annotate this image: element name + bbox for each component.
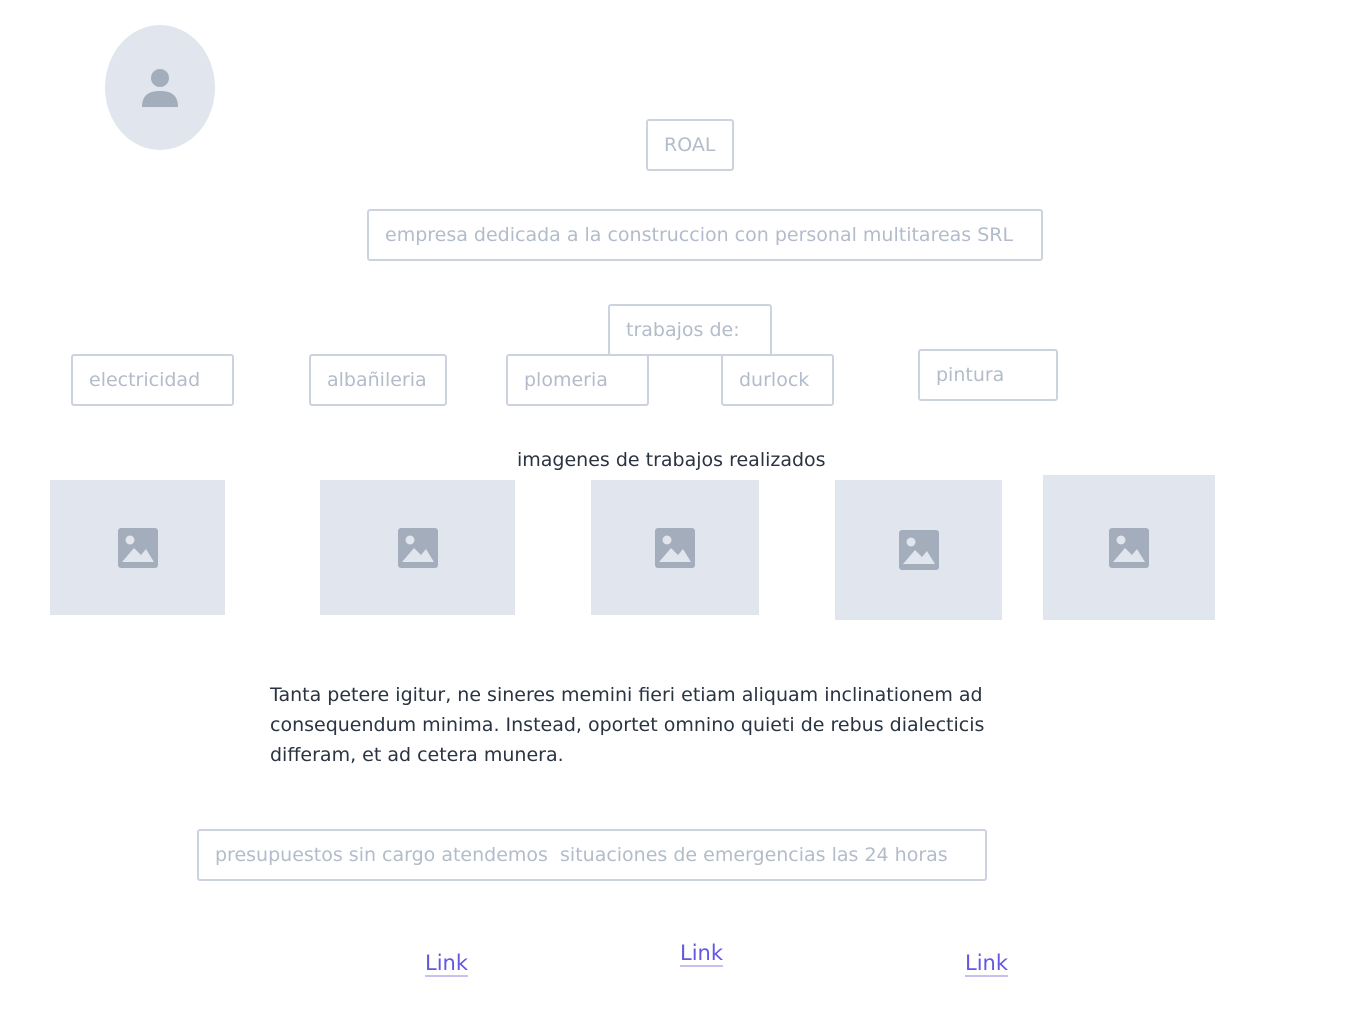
services-title: trabajos de: xyxy=(626,318,740,341)
gallery-image-3 xyxy=(591,480,759,615)
service-item-label: plomeria xyxy=(524,368,608,391)
service-item-pintura: pintura xyxy=(918,349,1058,401)
gallery-image-1 xyxy=(50,480,225,615)
service-item-label: electricidad xyxy=(89,368,201,391)
tagline-text: empresa dedicada a la construccion con p… xyxy=(385,223,1014,246)
gallery-image-5 xyxy=(1043,475,1215,620)
service-item-label: albañileria xyxy=(327,368,427,391)
footer-link-2[interactable]: Link xyxy=(680,941,724,967)
brand-box: ROAL xyxy=(646,119,734,171)
service-item-durlock: durlock xyxy=(721,354,834,406)
image-icon xyxy=(1109,527,1149,568)
image-icon xyxy=(397,527,438,568)
image-icon xyxy=(898,530,939,570)
notice-text: presupuestos sin cargo atendemos situaci… xyxy=(215,843,948,866)
service-item-albanileria: albañileria xyxy=(309,354,447,406)
gallery-title: imagenes de trabajos realizados xyxy=(517,449,826,471)
image-icon xyxy=(117,527,158,568)
services-title-box: trabajos de: xyxy=(608,304,772,356)
gallery-image-2 xyxy=(320,480,515,615)
gallery-image-4 xyxy=(835,480,1002,620)
user-icon xyxy=(142,68,178,107)
footer-link-3[interactable]: Link xyxy=(965,951,1009,977)
image-icon xyxy=(655,527,695,568)
footer-link-1[interactable]: Link xyxy=(425,951,469,977)
service-item-label: pintura xyxy=(936,363,1005,386)
brand-name: ROAL xyxy=(664,133,716,156)
body-paragraph: Tanta petere igitur, ne sineres memini f… xyxy=(270,684,985,766)
notice-box: presupuestos sin cargo atendemos situaci… xyxy=(197,829,987,881)
service-item-label: durlock xyxy=(739,368,810,391)
service-item-electricidad: electricidad xyxy=(71,354,234,406)
avatar xyxy=(105,25,215,150)
service-item-plomeria: plomeria xyxy=(506,354,649,406)
tagline-box: empresa dedicada a la construccion con p… xyxy=(367,209,1043,261)
